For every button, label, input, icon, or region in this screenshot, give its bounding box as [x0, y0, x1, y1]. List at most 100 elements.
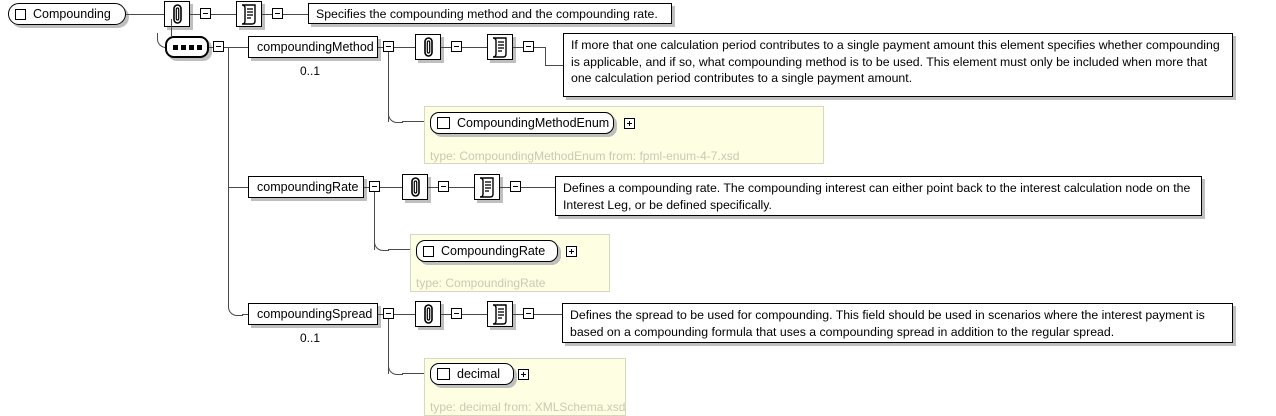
documentation-text-compoundingMethod: If more that one calculation period cont…	[563, 33, 1233, 97]
connector-elem1-to-typebox	[402, 121, 424, 122]
connector-doc-to-toggle-root	[262, 14, 272, 15]
simple-type-icon	[437, 368, 450, 380]
connector-elem3-toggle-right	[394, 314, 415, 315]
type-box-label: CompoundingRate	[441, 244, 546, 258]
type-expand-toggle-CompoundingMethodEnum[interactable]	[624, 118, 635, 129]
paperclip-icon	[424, 304, 433, 324]
type-panel-compoundingMethod	[424, 106, 824, 164]
connector-ann1-to-toggle	[441, 47, 451, 48]
scroll-icon	[492, 304, 507, 325]
annotation-icon-root[interactable]	[164, 1, 190, 27]
paperclip-icon	[424, 37, 433, 57]
type-caption-compoundingMethod: type: CompoundingMethodEnum from: fpml-e…	[430, 149, 740, 163]
connector-doc3-to-toggle	[513, 314, 523, 315]
element-label: compoundingRate	[257, 180, 359, 194]
connector-toggle-to-docbox3	[534, 314, 562, 315]
connector-elem2-toggle-right	[380, 187, 402, 188]
connector-annotation-to-toggle-root	[190, 14, 200, 15]
documentation-text: Defines the spread to be used for compou…	[570, 308, 1205, 339]
type-expand-toggle-decimal[interactable]	[518, 369, 529, 380]
documentation-text: If more that one calculation period cont…	[571, 38, 1220, 85]
connector-elem2-to-typebox	[388, 249, 410, 250]
scroll-icon	[241, 4, 256, 25]
scroll-icon	[479, 177, 494, 198]
element-toggle-compoundingRate[interactable]	[369, 181, 380, 192]
connector-toggle-to-docbox1b	[545, 65, 563, 66]
documentation-toggle-compoundingSpread[interactable]	[523, 308, 534, 319]
documentation-text: Specifies the compounding method and the…	[316, 7, 658, 21]
element-compoundingMethod[interactable]: compoundingMethod	[248, 36, 378, 58]
documentation-icon-compoundingRate[interactable]	[474, 174, 500, 200]
annotation-icon-compoundingRate[interactable]	[402, 174, 428, 200]
root-element-label: Compounding	[33, 7, 111, 21]
connector-ann2-to-toggle	[428, 187, 438, 188]
type-box-decimal[interactable]: decimal	[430, 363, 514, 385]
annotation-toggle-root[interactable]	[200, 8, 211, 19]
connector-toggle-to-docbox1a	[534, 47, 545, 48]
element-compoundingRate[interactable]: compoundingRate	[248, 176, 364, 198]
cardinality-compoundingSpread: 0..1	[300, 331, 321, 345]
connector-toggle-to-doc2	[449, 187, 474, 188]
documentation-icon-root[interactable]	[236, 1, 262, 27]
documentation-toggle-root[interactable]	[272, 8, 283, 19]
documentation-toggle-compoundingMethod[interactable]	[523, 41, 534, 52]
documentation-text-root: Specifies the compounding method and the…	[308, 3, 672, 24]
connector-ann3-to-toggle	[441, 314, 451, 315]
sequence-dot	[188, 44, 194, 50]
sequence-compositor[interactable]	[165, 36, 209, 58]
complex-type-icon	[15, 8, 26, 20]
connector-docbox1-drop	[545, 47, 546, 65]
root-element-compounding[interactable]: Compounding	[8, 3, 126, 25]
element-toggle-compoundingMethod[interactable]	[383, 41, 394, 52]
sequence-dot	[172, 44, 178, 50]
connector-elem3-to-typebox	[402, 373, 424, 374]
element-compoundingSpread[interactable]: compoundingSpread	[248, 303, 378, 325]
connector-spine-top	[224, 47, 248, 48]
sequence-toggle[interactable]	[213, 41, 224, 52]
annotation-toggle-compoundingSpread[interactable]	[451, 308, 462, 319]
connector-elbow-root-to-sequence	[157, 33, 172, 48]
simple-type-icon	[437, 117, 450, 129]
annotation-icon-compoundingMethod[interactable]	[415, 34, 441, 60]
connector-toggle-to-docbox-root	[283, 14, 308, 15]
connector-root-toggle-line	[134, 14, 166, 15]
connector-toggle-to-doc1	[462, 47, 487, 48]
documentation-text: Defines a compounding rate. The compound…	[563, 181, 1191, 212]
connector-toggle-to-docbox2	[521, 187, 555, 188]
connector-spine-vertical	[228, 47, 229, 301]
annotation-icon-compoundingSpread[interactable]	[415, 301, 441, 327]
type-box-label: CompoundingMethodEnum	[457, 116, 610, 130]
element-toggle-compoundingSpread[interactable]	[383, 308, 394, 319]
documentation-text-compoundingRate: Defines a compounding rate. The compound…	[555, 176, 1202, 216]
connector-root-to-toggle	[126, 14, 134, 15]
type-box-CompoundingRate[interactable]: CompoundingRate	[416, 240, 558, 262]
documentation-toggle-compoundingRate[interactable]	[510, 181, 521, 192]
connector-elem2-to-toggle	[364, 187, 369, 188]
connector-elem3-down	[388, 319, 389, 374]
complex-type-icon	[423, 245, 434, 257]
annotation-toggle-compoundingRate[interactable]	[438, 181, 449, 192]
connector-elem3-to-toggle	[378, 314, 383, 315]
connector-elem2-down	[374, 192, 375, 250]
documentation-icon-compoundingMethod[interactable]	[487, 34, 513, 60]
type-caption-compoundingRate: type: CompoundingRate	[416, 276, 546, 290]
annotation-toggle-compoundingMethod[interactable]	[451, 41, 462, 52]
type-expand-toggle-CompoundingRate[interactable]	[566, 246, 577, 257]
connector-spine-to-row3	[242, 314, 248, 315]
connector-sequence-to-toggle	[209, 47, 213, 48]
connector-doc2-to-toggle	[500, 187, 510, 188]
type-box-CompoundingMethodEnum[interactable]: CompoundingMethodEnum	[430, 112, 614, 134]
connector-toggle-to-doc3	[462, 314, 487, 315]
element-label: compoundingSpread	[257, 307, 373, 321]
type-caption-compoundingSpread: type: decimal from: XMLSchema.xsd	[430, 400, 626, 414]
sequence-dot	[196, 44, 202, 50]
connector-elem1-to-toggle	[378, 47, 383, 48]
connector-elem1-down	[388, 52, 389, 122]
connector-elbow-elem2-type	[374, 236, 389, 251]
connector-spine-to-row2	[228, 187, 248, 188]
connector-root-down	[171, 19, 172, 36]
documentation-icon-compoundingSpread[interactable]	[487, 301, 513, 327]
connector-elem1-toggle-right	[394, 47, 415, 48]
connector-elbow-spine-to-row3	[228, 301, 243, 316]
sequence-dot	[180, 44, 186, 50]
